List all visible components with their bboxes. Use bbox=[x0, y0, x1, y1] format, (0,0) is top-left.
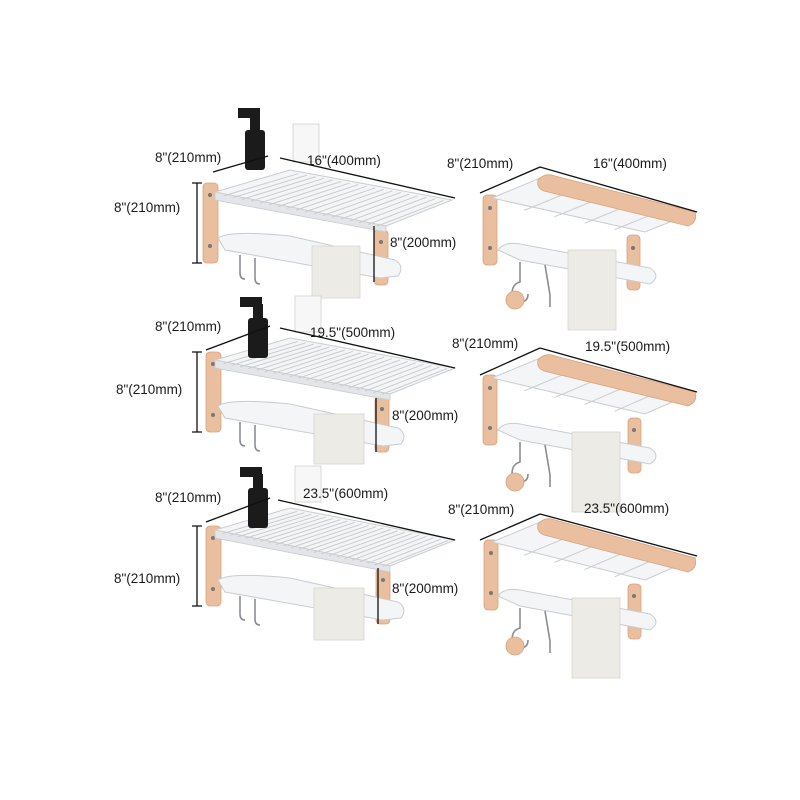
shelf-slat bbox=[339, 360, 409, 387]
shelf-slat bbox=[328, 530, 398, 556]
shelf-slat bbox=[314, 356, 385, 382]
depth-label: 8"(210mm) bbox=[448, 502, 514, 517]
shelf-slat bbox=[331, 192, 402, 218]
rack-basket-19-5in: 8"(210mm) 8"(210mm) 19.5"(500mm) 8"(200m… bbox=[116, 295, 458, 465]
shelf-slat bbox=[248, 345, 322, 369]
shelf-slat bbox=[275, 520, 348, 545]
shelf-slat bbox=[367, 198, 436, 225]
rail-height-label: 8"(200mm) bbox=[390, 235, 456, 250]
height-label: 8"(210mm) bbox=[114, 571, 180, 586]
rack-basket-23-5in: 8"(210mm) 8"(210mm) 23.5"(600mm) 8"(200m… bbox=[114, 465, 458, 641]
shelf-slat bbox=[277, 182, 350, 208]
shelf-slat bbox=[323, 358, 393, 384]
rack-wood-top-19-5in: 8"(210mm) 19.5"(500mm) bbox=[452, 336, 698, 513]
shelf-slat bbox=[286, 184, 359, 209]
shelf-slat bbox=[306, 355, 377, 381]
shelf-slat bbox=[322, 190, 393, 216]
rack-wood-top-16in: 8"(210mm) 16"(400mm) bbox=[447, 156, 698, 331]
shelf-slat bbox=[313, 527, 384, 553]
rail-height-label: 8"(200mm) bbox=[392, 581, 458, 596]
shelf-slat bbox=[281, 350, 354, 376]
shelf-slat bbox=[268, 519, 341, 544]
dimension-lines bbox=[479, 347, 698, 393]
shelf-slat bbox=[298, 353, 369, 379]
shelf-slat bbox=[359, 535, 427, 563]
rack-illustration bbox=[483, 518, 697, 679]
shelf-slat bbox=[374, 538, 441, 566]
shelf-slat bbox=[295, 185, 367, 211]
rack-illustration bbox=[482, 354, 697, 513]
shelf-slat bbox=[373, 366, 440, 394]
shelf-slat bbox=[245, 515, 319, 539]
shelf-slat bbox=[340, 193, 410, 220]
dimension-lines bbox=[479, 166, 698, 213]
shelf-slat bbox=[336, 531, 405, 558]
shelf-slat bbox=[306, 526, 377, 552]
shelf-slat bbox=[268, 180, 342, 206]
dimension-lines bbox=[192, 155, 456, 282]
rack-basket-16in: 8"(210mm) 8"(210mm) 16"(400mm) 8"(200mm) bbox=[114, 108, 456, 299]
shelf-slat bbox=[356, 363, 424, 390]
shelf-slat bbox=[259, 179, 333, 204]
width-label: 23.5"(600mm) bbox=[584, 501, 669, 516]
rail-height-label: 8"(200mm) bbox=[392, 408, 458, 423]
rack-wood-top-23-5in: 8"(210mm) 23.5"(600mm) bbox=[448, 501, 698, 679]
shelf-slat bbox=[260, 517, 334, 542]
shelf-slat bbox=[239, 343, 314, 368]
shelf-slat bbox=[252, 516, 327, 541]
shelf-slat bbox=[289, 352, 361, 378]
width-label: 16"(400mm) bbox=[307, 153, 381, 168]
depth-label: 8"(210mm) bbox=[155, 490, 221, 505]
width-label: 19.5"(500mm) bbox=[310, 325, 395, 340]
width-label: 16"(400mm) bbox=[593, 156, 667, 171]
shelf-slat bbox=[283, 522, 355, 547]
shelf-slat bbox=[351, 534, 420, 561]
shelf-slat bbox=[256, 346, 330, 371]
shelf-slat bbox=[376, 199, 444, 227]
rack-illustration bbox=[482, 174, 697, 331]
depth-label: 8"(210mm) bbox=[155, 150, 221, 165]
shelf-slat bbox=[250, 177, 325, 202]
shelf-slat bbox=[273, 349, 346, 374]
shelf-slat bbox=[348, 362, 416, 389]
rack-illustration bbox=[202, 108, 454, 299]
shelf-slat bbox=[237, 513, 312, 538]
shelf-slat bbox=[331, 359, 401, 386]
depth-label: 8"(210mm) bbox=[447, 156, 513, 171]
shelf-slat bbox=[313, 188, 384, 215]
shelf-slat bbox=[321, 529, 391, 555]
shelf-slat bbox=[349, 195, 419, 222]
shelf-slat bbox=[366, 537, 434, 564]
dimension-lines bbox=[192, 325, 456, 452]
shelf-slat bbox=[382, 540, 449, 567]
shelf-slat bbox=[264, 348, 338, 373]
width-label: 23.5"(600mm) bbox=[303, 486, 388, 501]
shelf-slat bbox=[231, 342, 306, 366]
depth-label: 8"(210mm) bbox=[155, 319, 221, 334]
shelf-slat bbox=[381, 368, 448, 395]
dimension-lines bbox=[192, 497, 456, 624]
rack-illustration bbox=[205, 465, 457, 641]
depth-label: 8"(210mm) bbox=[452, 336, 518, 351]
shelf-slat bbox=[232, 174, 308, 199]
dimension-lines bbox=[479, 513, 698, 557]
shelf-slat bbox=[344, 533, 413, 560]
height-label: 8"(210mm) bbox=[114, 200, 180, 215]
shelf-slat bbox=[304, 187, 376, 213]
shelf-slat bbox=[241, 176, 316, 200]
height-label: 8"(210mm) bbox=[116, 382, 182, 397]
shelf-slat bbox=[223, 173, 299, 197]
rack-illustration bbox=[205, 295, 457, 465]
shelf-slat bbox=[358, 196, 427, 224]
shelf-slat bbox=[290, 523, 362, 549]
shelf-slat bbox=[364, 365, 432, 392]
shelf-slat bbox=[298, 524, 370, 550]
width-label: 19.5"(500mm) bbox=[585, 339, 670, 354]
